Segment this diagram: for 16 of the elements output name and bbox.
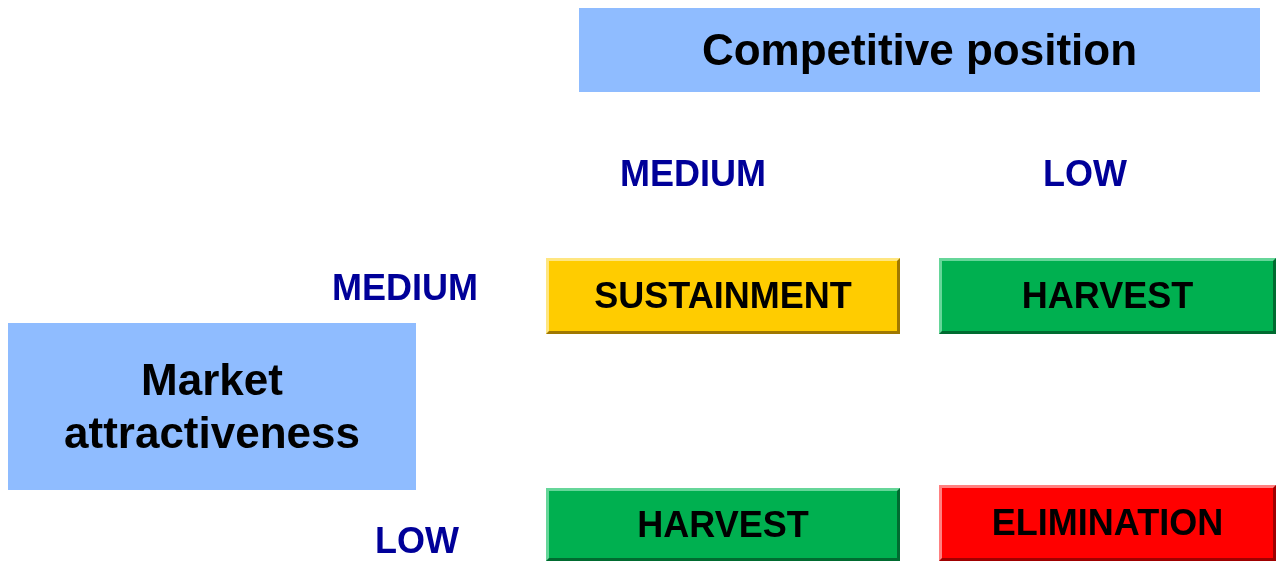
strategy-box bbox=[546, 258, 900, 334]
axis-level-label: MEDIUM bbox=[619, 152, 767, 196]
axis-title-box bbox=[579, 8, 1260, 92]
strategy-box bbox=[939, 258, 1276, 334]
axis-title-box bbox=[8, 323, 416, 490]
axis-level-label: MEDIUM bbox=[331, 266, 478, 310]
box-label: SUSTAINMENT bbox=[594, 274, 852, 318]
box-label: Competitive position bbox=[701, 24, 1138, 76]
axis-level-label: LOW bbox=[1042, 152, 1128, 196]
axis-level-label: LOW bbox=[374, 519, 460, 561]
box-label: HARVEST bbox=[637, 502, 809, 547]
box-label: HARVEST bbox=[1021, 274, 1194, 318]
strategy-box bbox=[546, 488, 900, 561]
strategy-box bbox=[939, 485, 1276, 561]
box-label: ELIMINATION bbox=[991, 501, 1224, 545]
box-label: Market attractiveness bbox=[63, 353, 361, 459]
